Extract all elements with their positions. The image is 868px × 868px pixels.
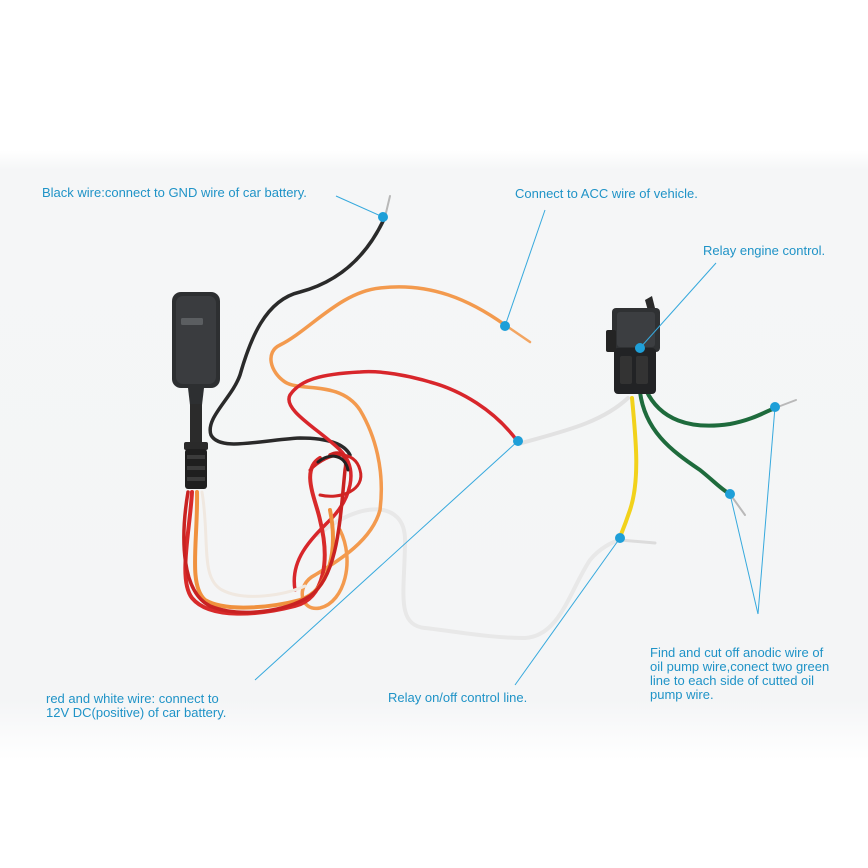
label-oil-pump: Find and cut off anodic wire of oil pump… [650,646,860,702]
label-black-wire: Black wire:connect to GND wire of car ba… [42,186,307,200]
orange-wire [271,287,505,609]
callout-dot-control [615,533,625,543]
callout-dot-green-2 [725,489,735,499]
callout-line-red-white [255,441,518,680]
callout-dot-black [378,212,388,222]
relay [606,296,660,394]
callout-line-control [515,538,620,685]
callout-dot-relay [635,343,645,353]
wires [184,196,796,638]
label-control-line: Relay on/off control line. [388,691,527,705]
harness-white [202,492,305,596]
gps-tracker [172,292,220,489]
green-wire-1 [646,390,775,426]
harness-orange [195,492,333,608]
white-loose-wire [318,509,620,638]
label-red-white-wire: red and white wire: connect to 12V DC(po… [46,692,266,720]
callout-dot-green-1 [770,402,780,412]
white-wire [518,398,628,444]
callout-line-acc [505,210,545,326]
callout-line-black [336,196,383,217]
label-relay: Relay engine control. [703,244,825,258]
white-wire-end [620,540,655,543]
yellow-wire [620,398,636,537]
label-acc-wire: Connect to ACC wire of vehicle. [515,187,698,201]
green-wire-2 [640,392,730,494]
callout-dot-red-white [513,436,523,446]
callout-line-oil-1 [758,407,775,614]
callout-dots [378,212,780,543]
callout-dot-acc [500,321,510,331]
